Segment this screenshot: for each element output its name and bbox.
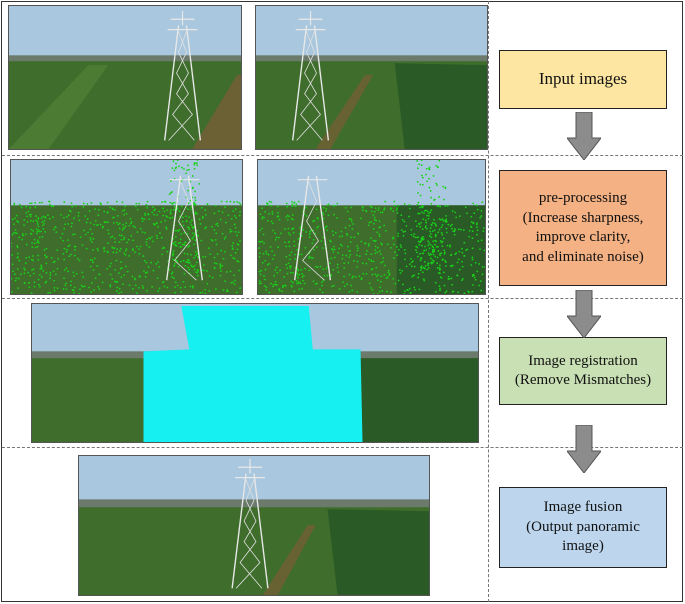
step-label-line: image) [562,537,604,557]
down-arrow-icon [567,290,601,338]
preprocessed-image-left [10,159,243,295]
input-image-left [8,5,242,150]
input-image-right [255,5,488,150]
step-label-line: pre-processing [539,189,627,209]
down-arrow-icon [567,112,601,160]
preprocessed-image-right [257,159,486,295]
step-label-line: (Remove Mismatches) [515,371,651,391]
step-label-line: Image registration [528,352,638,372]
step-label-line: (Increase sharpness, [523,209,644,229]
down-arrow-icon [567,425,601,473]
step-preprocessing: pre-processing (Increase sharpness, impr… [499,170,667,286]
registration-image [31,303,479,443]
step-label-line: Image fusion [544,498,623,518]
step-image-fusion: Image fusion (Output panoramic image) [499,487,667,568]
step-label-line: and eliminate noise) [522,248,644,268]
step-label-line: (Output panoramic [526,518,640,538]
panorama-image [78,455,430,596]
step-image-registration: Image registration (Remove Mismatches) [499,337,667,405]
step-label-line: Input images [539,68,627,90]
column-divider [488,1,489,602]
step-input-images: Input images [499,50,667,109]
step-label-line: improve clarity, [536,228,631,248]
